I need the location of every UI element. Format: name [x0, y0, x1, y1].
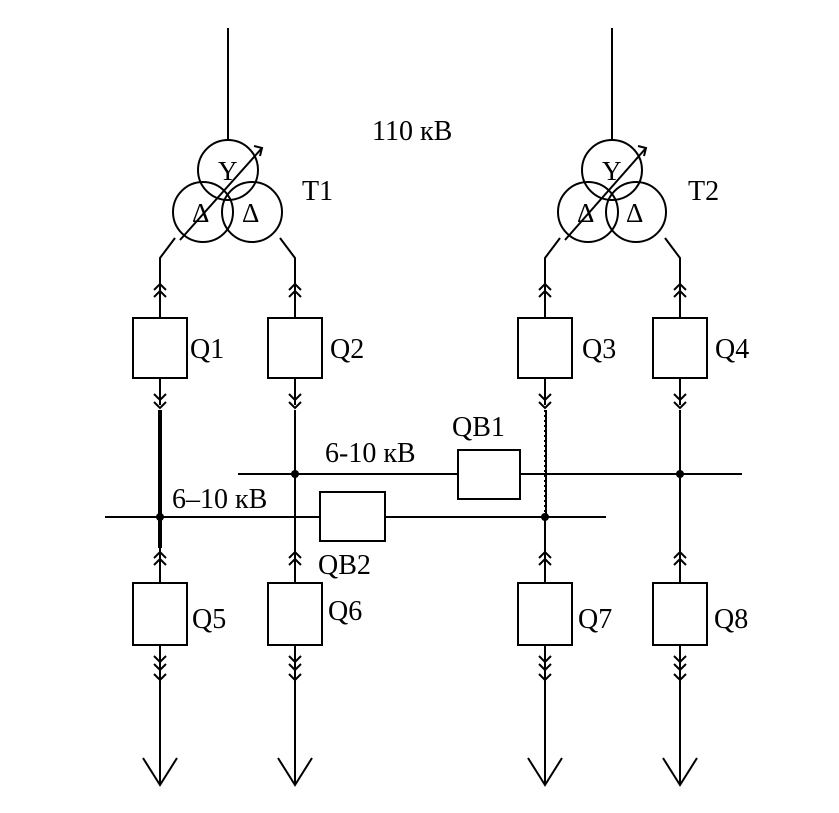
t2-secondary-symbol-2: Δ: [626, 198, 643, 228]
node-q3-lower-bus: [541, 513, 549, 521]
t1-primary-symbol: Y: [218, 156, 238, 186]
disconnector-q3-bottom-b: [538, 401, 552, 410]
disconnector-q7-top-a: [538, 550, 552, 559]
outgoing-arrow-q7: [527, 757, 563, 787]
disconnector-q5-top-b: [153, 557, 167, 566]
breaker-qb1-label: QB1: [452, 412, 505, 443]
disconnector-q6-bottom-c: [288, 673, 302, 682]
breaker-q6[interactable]: [267, 582, 323, 646]
disconnector-q3-top-b: [538, 289, 552, 298]
bus-upper-voltage-label: 6-10 кВ: [325, 438, 416, 469]
disconnector-q6-bottom-a: [288, 655, 302, 664]
bus-lower-voltage-label: 6–10 кВ: [172, 484, 267, 515]
feeder-columns: [132, 282, 708, 787]
disconnector-q6-top-b: [288, 557, 302, 566]
node-q1-lower-bus: [156, 513, 164, 521]
disconnector-q8-bottom-b: [673, 663, 687, 672]
breaker-qb2[interactable]: [319, 491, 386, 542]
disconnector-q8-top-a: [673, 550, 687, 559]
disconnector-q6-top-a: [288, 550, 302, 559]
breaker-q3[interactable]: [517, 317, 573, 379]
disconnector-q2-top-a: [288, 282, 302, 291]
disconnector-q4-bottom-a: [673, 393, 687, 402]
breaker-q7[interactable]: [517, 582, 573, 646]
transformer-t1-label: T1: [302, 176, 333, 207]
breaker-q8-label: Q8: [714, 604, 748, 635]
disconnector-q1-bottom-b: [153, 401, 167, 410]
disconnector-q5-top-a: [153, 550, 167, 559]
disconnector-q8-bottom-c: [673, 673, 687, 682]
breaker-q3-label: Q3: [582, 334, 616, 365]
breaker-q2[interactable]: [267, 317, 323, 379]
node-q4-upper-bus: [676, 470, 684, 478]
disconnector-q7-bottom-a: [538, 655, 552, 664]
disconnector-q2-top-b: [288, 289, 302, 298]
node-q2-upper-bus: [291, 470, 299, 478]
disconnector-q7-top-b: [538, 557, 552, 566]
breaker-q1[interactable]: [132, 317, 188, 379]
breaker-q4[interactable]: [652, 317, 708, 379]
t1-secondary-symbol-2: Δ: [242, 198, 259, 228]
disconnector-q3-bottom-a: [538, 393, 552, 402]
breaker-q4-label: Q4: [715, 334, 749, 365]
t2-lead-right: [664, 237, 681, 282]
disconnector-q2-bottom-b: [288, 401, 302, 410]
disconnector-q3-top-a: [538, 282, 552, 291]
outgoing-arrow-q5: [142, 757, 178, 787]
t2-primary-symbol: Y: [602, 156, 622, 186]
breaker-q5[interactable]: [132, 582, 188, 646]
disconnector-q4-bottom-b: [673, 401, 687, 410]
disconnector-q5-bottom-a: [153, 655, 167, 664]
disconnector-q8-bottom-a: [673, 655, 687, 664]
disconnector-q5-bottom-b: [153, 663, 167, 672]
breaker-q6-label: Q6: [328, 596, 362, 627]
disconnector-q1-bottom-a: [153, 393, 167, 402]
disconnector-q4-top-a: [673, 282, 687, 291]
breaker-q8[interactable]: [652, 582, 708, 646]
transformer-t2-label: T2: [688, 176, 719, 207]
breaker-q7-label: Q7: [578, 604, 612, 635]
disconnector-q1-top-b: [153, 289, 167, 298]
disconnector-q7-bottom-c: [538, 673, 552, 682]
transformer-t1: Y Δ Δ: [172, 139, 283, 243]
breaker-qb1[interactable]: [457, 449, 521, 500]
disconnector-q6-bottom-b: [288, 663, 302, 672]
disconnector-q1-top-a: [153, 282, 167, 291]
outgoing-arrow-q8: [662, 757, 698, 787]
t1-lead-right: [279, 237, 296, 282]
t2-lead-left: [544, 237, 561, 282]
disconnector-q5-bottom-c: [153, 673, 167, 682]
breaker-q5-label: Q5: [192, 604, 226, 635]
outgoing-arrow-q6: [277, 757, 313, 787]
disconnector-q2-bottom-a: [288, 393, 302, 402]
hv-voltage-label: 110 кВ: [372, 116, 452, 147]
disconnector-q4-top-b: [673, 289, 687, 298]
disconnector-q8-top-b: [673, 557, 687, 566]
disconnector-q7-bottom-b: [538, 663, 552, 672]
transformer-t2: Y Δ Δ: [557, 139, 667, 243]
breaker-q1-label: Q1: [190, 334, 224, 365]
t1-lead-left: [159, 237, 176, 282]
breaker-qb2-label: QB2: [318, 550, 371, 581]
breaker-q2-label: Q2: [330, 334, 364, 365]
